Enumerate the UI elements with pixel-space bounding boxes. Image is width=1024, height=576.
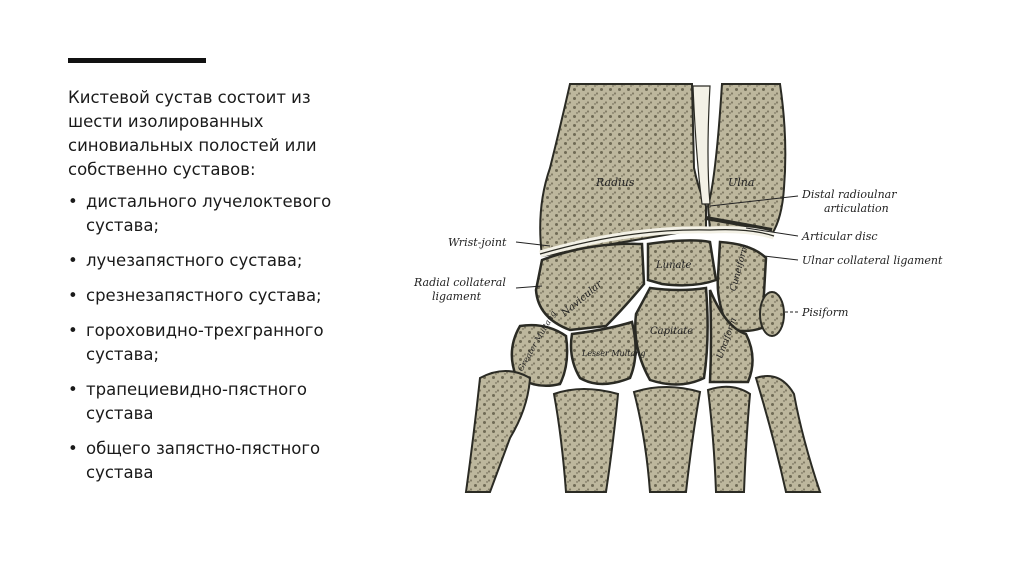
greater-multangular-bone [510, 323, 569, 387]
radial-collateral-leader [515, 285, 543, 289]
articular-disc-label: Articular disc [801, 230, 878, 243]
wrist-joint-leader [515, 241, 551, 247]
metacarpal-bones [464, 370, 822, 493]
lesser-multang-label: Lesser Multang [581, 349, 646, 358]
carpal-bones [510, 239, 785, 387]
list-item-text: общего запястно-пястного сустава [86, 439, 321, 482]
accent-bar [68, 58, 206, 63]
bullet-icon: • [68, 286, 78, 305]
metacarpal-4 [706, 385, 752, 493]
wrist-anatomy-illustration: Radius Ulna Lunate Navicular Capitate Le… [413, 83, 943, 493]
distal-radioulnar-gap [692, 85, 711, 205]
list-item: • лучезапястного сустава; [68, 249, 368, 273]
radial-collateral-label-line1: Radial collateral [413, 276, 506, 289]
ulna-bone [706, 83, 787, 236]
list-item: • трапециевидно-пястного сустава [68, 378, 368, 426]
list-item-text: дистального лучелоктевого сустава; [86, 192, 332, 235]
distal-radioulnar-label-line1: Distal radioulnar [801, 188, 897, 201]
unciform-bone [708, 289, 754, 384]
list-item-text: гороховидно-трехгранного сустава; [86, 321, 324, 364]
bullet-icon: • [68, 439, 78, 458]
metacarpal-5 [754, 375, 822, 493]
text-column: Кистевой сустав состоит из шести изолиро… [68, 86, 368, 496]
list-item: • дистального лучелоктевого сустава; [68, 190, 368, 238]
callout-labels: Wrist-joint Radial collateral ligament D… [413, 188, 943, 319]
leader-lines [515, 195, 799, 313]
lunate-label: Lunate [655, 260, 692, 271]
list-item: • общего запястно-пястного сустава [68, 437, 368, 485]
metacarpal-1 [464, 370, 532, 493]
capitate-label: Capitate [650, 326, 693, 337]
articular-disc-leader [745, 227, 799, 237]
navicular-bone [534, 242, 646, 332]
bullet-icon: • [68, 192, 78, 211]
ulnar-collateral-label: Ulnar collateral ligament [802, 254, 943, 267]
distal-radioulnar-leader [709, 195, 799, 207]
list-item-text: срезнезапястного сустава; [86, 286, 322, 305]
articular-disc [705, 216, 773, 232]
list-item: • срезнезапястного сустава; [68, 284, 368, 308]
lesser-multangular-bone [569, 320, 637, 386]
distal-radioulnar-label-line2: articulation [824, 202, 889, 215]
radius-label: Radius [595, 176, 635, 189]
ulna-label: Ulna [728, 176, 754, 189]
intro-paragraph: Кистевой сустав состоит из шести изолиро… [68, 88, 317, 179]
ulnar-collateral-leader [763, 255, 799, 261]
metacarpal-3 [632, 386, 702, 493]
capitate-bone [634, 286, 709, 386]
pisiform-label: Pisiform [801, 306, 848, 319]
pisiform-bone [759, 291, 785, 337]
cuneiform-bone [716, 240, 768, 333]
wrist-anatomy-figure: Radius Ulna Lunate Navicular Capitate Le… [410, 78, 970, 498]
bullet-icon: • [68, 251, 78, 270]
list-item: • гороховидно-трехгранного сустава; [68, 319, 368, 367]
joint-list: • дистального лучелоктевого сустава; • луч… [68, 190, 368, 485]
list-item-text: лучезапястного сустава; [86, 251, 303, 270]
lunate-bone [646, 239, 718, 287]
radial-collateral-label-line2: ligament [432, 290, 482, 303]
wrist-joint-label: Wrist-joint [448, 236, 507, 249]
metacarpal-2 [552, 388, 620, 493]
radius-bone [539, 83, 707, 258]
bullet-icon: • [68, 321, 78, 340]
list-item-text: трапециевидно-пястного сустава [86, 380, 307, 423]
forearm-bones [539, 83, 787, 258]
bullet-icon: • [68, 380, 78, 399]
